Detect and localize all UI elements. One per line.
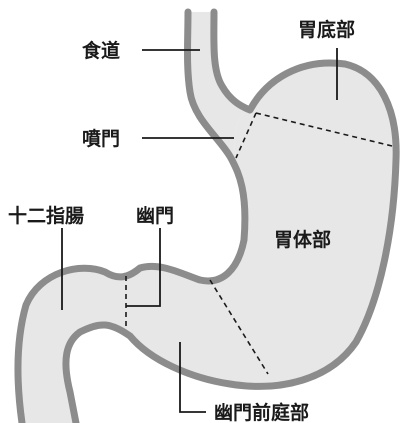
label-cardia: 噴門	[82, 128, 120, 150]
label-fundus: 胃底部	[298, 18, 355, 41]
label-pylorus: 幽門	[136, 205, 174, 227]
label-body: 胃体部	[274, 228, 331, 251]
label-pyloric-antrum: 幽門前庭部	[214, 401, 309, 423]
label-duodenum: 十二指腸	[8, 204, 84, 227]
label-esophagus: 食道	[82, 39, 120, 62]
